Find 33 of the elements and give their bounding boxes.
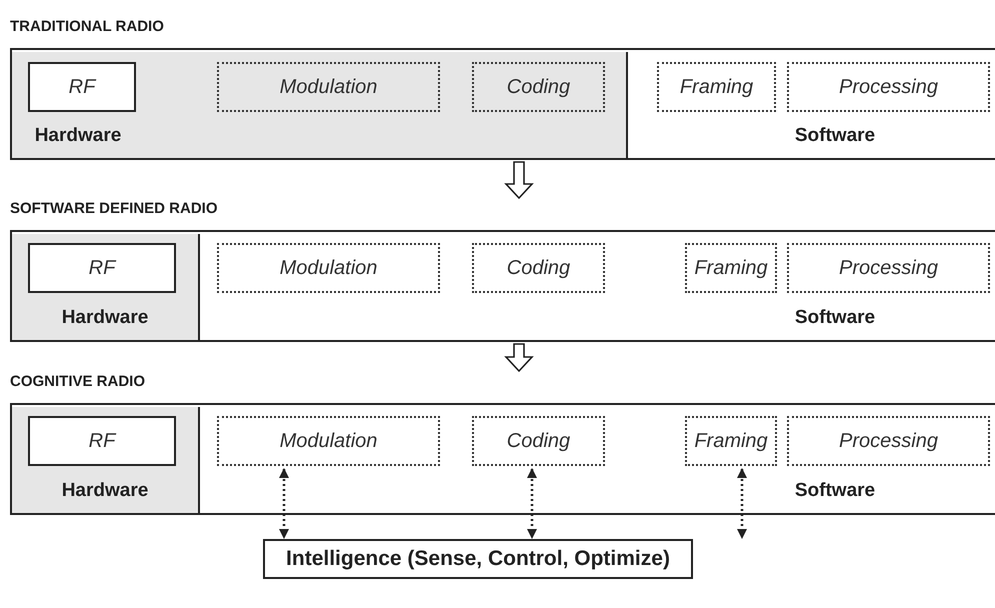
function-block: Processing bbox=[787, 243, 990, 293]
function-block: Modulation bbox=[217, 416, 440, 466]
hardware-block: RF bbox=[28, 62, 136, 112]
function-block: Processing bbox=[787, 62, 990, 112]
block-arrow bbox=[504, 161, 534, 200]
intelligence-box: Intelligence (Sense, Control, Optimize) bbox=[263, 539, 693, 579]
function-block: Coding bbox=[472, 416, 605, 466]
function-block: Coding bbox=[472, 243, 605, 293]
region-label: Software bbox=[794, 307, 876, 329]
region-label: Hardware bbox=[62, 480, 148, 502]
hardware-region bbox=[12, 52, 628, 158]
function-block: Framing bbox=[685, 416, 777, 466]
dotted-arrow bbox=[279, 468, 289, 539]
function-block: Processing bbox=[787, 416, 990, 466]
block-arrow bbox=[504, 343, 534, 372]
section-heading: SOFTWARE DEFINED RADIO bbox=[10, 200, 218, 217]
hardware-block: RF bbox=[28, 416, 176, 466]
section-heading: COGNITIVE RADIO bbox=[10, 373, 146, 390]
dotted-arrow bbox=[527, 468, 537, 539]
hardware-region bbox=[12, 407, 200, 513]
region-label: Hardware bbox=[62, 307, 148, 329]
function-block: Modulation bbox=[217, 62, 440, 112]
function-block: Modulation bbox=[217, 243, 440, 293]
region-label: Hardware bbox=[34, 125, 122, 147]
section-heading: TRADITIONAL RADIO bbox=[10, 18, 164, 35]
region-label: Software bbox=[794, 125, 876, 147]
function-block: Framing bbox=[685, 243, 777, 293]
function-block: Framing bbox=[657, 62, 776, 112]
dotted-arrow bbox=[737, 468, 747, 539]
region-label: Software bbox=[794, 480, 876, 502]
hardware-block: RF bbox=[28, 243, 176, 293]
hardware-region bbox=[12, 234, 200, 340]
function-block: Coding bbox=[472, 62, 605, 112]
